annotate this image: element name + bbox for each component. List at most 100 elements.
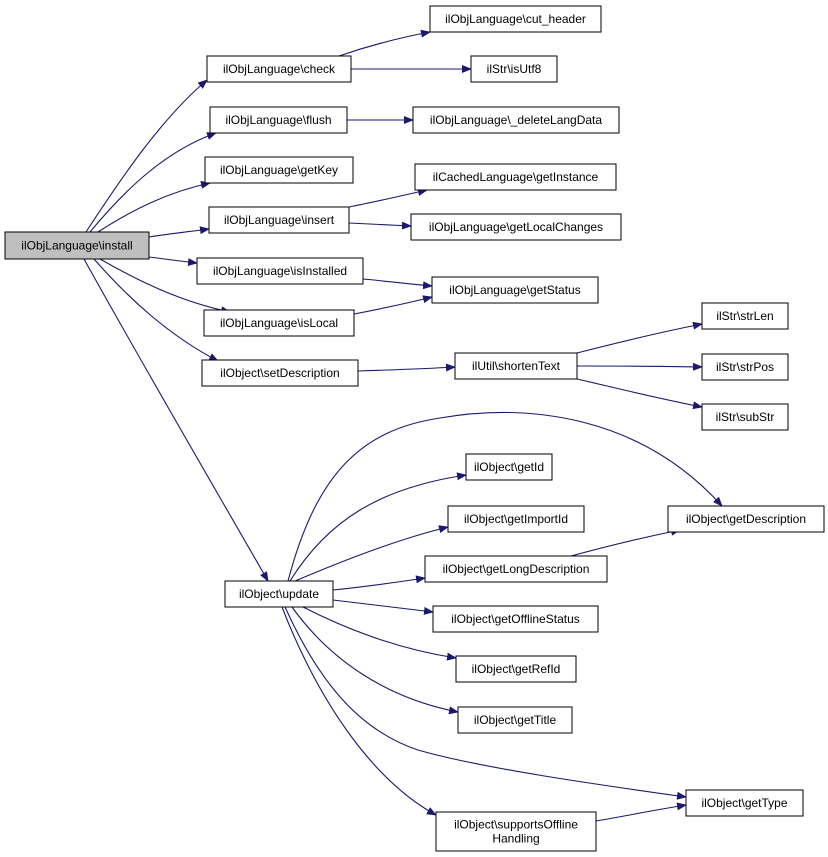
- node-getLocalChanges[interactable]: ilObjLanguage\getLocalChanges: [410, 213, 622, 241]
- edge-line: [302, 606, 457, 661]
- node-box: [701, 302, 789, 330]
- edge-shortenText-to-strPos: [576, 362, 703, 371]
- node-check[interactable]: ilObjLanguage\check: [206, 55, 352, 83]
- node-box: [208, 206, 350, 234]
- edge-check-to-cut_header: [338, 29, 431, 57]
- node-setDescription[interactable]: ilObject\setDescription: [201, 359, 359, 387]
- node-getImportId[interactable]: ilObject\getImportId: [447, 505, 585, 533]
- edge-update-to-getRefId: [302, 606, 457, 661]
- node-label: ilObjLanguage\_deleteLangData: [430, 113, 602, 127]
- edge-update-to-getOfflineStatus: [332, 599, 434, 615]
- edge-supportsOfflineHandling-to-getType: [595, 802, 687, 822]
- edge-update-to-getImportId: [294, 525, 449, 582]
- node-getTitle[interactable]: ilObject\getTitle: [457, 706, 573, 734]
- node-getOfflineStatus[interactable]: ilObject\getOfflineStatus: [432, 605, 599, 633]
- edge-line: [289, 472, 467, 582]
- node-deleteLangData[interactable]: ilObjLanguage\_deleteLangData: [412, 106, 620, 134]
- node-shortenText[interactable]: ilUtil\shortenText: [454, 352, 578, 380]
- edge-update-to-getLongDescription: [332, 575, 426, 591]
- edge-line: [576, 378, 703, 410]
- node-getRefId[interactable]: ilObject\getRefId: [455, 655, 577, 683]
- edge-line: [576, 321, 703, 354]
- node-subStr[interactable]: ilStr\subStr: [701, 403, 789, 431]
- edge-install-to-check: [85, 79, 208, 233]
- node-box: [412, 106, 620, 134]
- node-label: ilObject\getDescription: [686, 512, 806, 526]
- edge-line: [287, 412, 723, 582]
- node-layer: ilObjLanguage\install ilObjLanguage\check…: [4, 5, 825, 852]
- edge-getLongDescription-to-getDescription: [570, 527, 681, 557]
- node-getType[interactable]: ilObject\getType: [685, 789, 804, 817]
- node-box: [410, 213, 622, 241]
- node-box: [465, 453, 553, 481]
- edge-insert-to-getInstance: [348, 188, 428, 208]
- edge-line: [148, 226, 210, 238]
- node-box: [196, 257, 364, 285]
- node-label: ilObjLanguage\insert: [224, 213, 335, 227]
- node-label: ilObject\getImportId: [464, 512, 568, 526]
- node-insert[interactable]: ilObjLanguage\insert: [208, 206, 350, 234]
- node-getId[interactable]: ilObject\getId: [465, 453, 553, 481]
- node-label: Handling: [492, 832, 539, 846]
- node-strLen[interactable]: ilStr\strLen: [701, 302, 789, 330]
- node-label: ilStr\strPos: [716, 360, 774, 374]
- edge-update-to-getType: [284, 606, 687, 800]
- edge-update-to-getDescription: [287, 412, 723, 582]
- node-getInstance[interactable]: ilCachedLanguage\getInstance: [414, 163, 617, 191]
- node-box: [429, 5, 602, 33]
- edge-line: [97, 180, 211, 233]
- edge-line: [332, 575, 426, 591]
- node-box: [701, 353, 789, 381]
- edge-update-to-getTitle: [291, 606, 459, 715]
- edge-line: [576, 362, 703, 371]
- edge-line: [357, 363, 456, 372]
- node-label: ilObject\getType: [701, 796, 787, 810]
- node-label: ilObjLanguage\cut_header: [445, 12, 586, 26]
- node-isInstalled[interactable]: ilObjLanguage\isInstalled: [196, 257, 364, 285]
- node-isLocal[interactable]: ilObjLanguage\isLocal: [203, 309, 355, 337]
- edge-install-to-isLocal: [99, 258, 231, 315]
- edge-line: [294, 525, 449, 582]
- node-update[interactable]: ilObject\update: [224, 580, 334, 608]
- edge-line: [595, 802, 687, 822]
- node-label: ilObject\setDescription: [220, 366, 339, 380]
- edge-install-to-insert: [148, 226, 210, 238]
- node-box: [206, 55, 352, 83]
- node-box: [414, 163, 617, 191]
- edge-install-to-setDescription: [93, 258, 219, 362]
- node-box: [424, 555, 608, 583]
- node-isUtf8[interactable]: ilStr\isUtf8: [470, 55, 558, 83]
- node-getDescription[interactable]: ilObject\getDescription: [667, 505, 825, 533]
- node-cut_header[interactable]: ilObjLanguage\cut_header: [429, 5, 602, 33]
- node-label: ilObjLanguage\isLocal: [220, 316, 338, 330]
- node-getKey[interactable]: ilObjLanguage\getKey: [204, 156, 354, 184]
- edge-line: [93, 258, 219, 362]
- node-box: [204, 156, 354, 184]
- node-box: [203, 309, 355, 337]
- node-label: ilObjLanguage\check: [223, 62, 336, 76]
- node-install[interactable]: ilObjLanguage\install: [4, 231, 150, 260]
- node-box: [224, 580, 334, 608]
- node-box: [209, 106, 348, 134]
- node-getLongDescription[interactable]: ilObject\getLongDescription: [424, 555, 608, 583]
- edge-line: [348, 188, 428, 208]
- edge-setDescription-to-shortenText: [357, 363, 456, 372]
- node-flush[interactable]: ilObjLanguage\flush: [209, 106, 348, 134]
- edge-line: [353, 295, 433, 315]
- edge-line: [291, 606, 459, 715]
- node-label: ilObject\update: [239, 587, 319, 601]
- edge-layer: [83, 29, 723, 822]
- edge-install-to-isInstalled: [148, 256, 198, 267]
- edge-line: [284, 606, 687, 800]
- edge-line: [348, 221, 412, 230]
- edge-line: [85, 79, 208, 233]
- node-strPos[interactable]: ilStr\strPos: [701, 353, 789, 381]
- node-label: ilStr\subStr: [716, 410, 775, 424]
- edge-isInstalled-to-getStatus: [362, 278, 433, 290]
- edge-line: [570, 527, 681, 557]
- node-getStatus[interactable]: ilObjLanguage\getStatus: [431, 276, 599, 304]
- edge-line: [281, 606, 437, 816]
- node-label: ilCachedLanguage\getInstance: [433, 170, 599, 184]
- node-label: ilObject\getOfflineStatus: [451, 612, 580, 626]
